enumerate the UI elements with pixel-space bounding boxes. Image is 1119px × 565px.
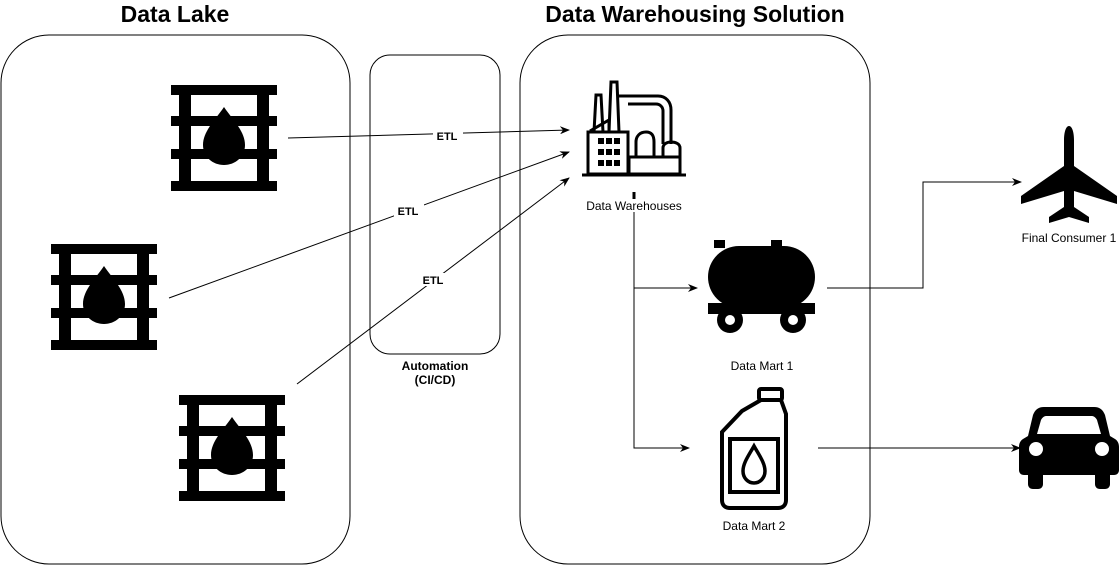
tank-wagon-icon[interactable] — [708, 240, 815, 333]
mart1-to-consumer1-edge[interactable] — [827, 178, 1022, 289]
data-warehouses-label: Data Warehouses — [586, 199, 682, 213]
data-warehousing-title: Data Warehousing Solution — [545, 1, 844, 27]
oil-barrel-icon[interactable] — [51, 244, 157, 350]
etl-edge-1[interactable] — [287, 126, 570, 139]
data-lake-container[interactable] — [0, 34, 351, 565]
warehouse-to-mart2-edge[interactable] — [633, 288, 690, 452]
data-mart-1-label: Data Mart 1 — [731, 359, 794, 373]
oil-barrel-icon[interactable] — [171, 85, 277, 191]
final-consumer-1-label: Final Consumer 1 — [1022, 231, 1117, 245]
automation-container[interactable] — [369, 54, 501, 355]
oil-bottle-icon[interactable] — [720, 387, 788, 510]
etl-label-2: ETL — [398, 206, 419, 218]
refinery-factory-icon[interactable] — [582, 80, 686, 199]
automation-label: Automation — [402, 359, 469, 373]
airplane-icon[interactable] — [1021, 126, 1117, 223]
warehouse-to-mart1-edge[interactable] — [633, 212, 698, 292]
oil-barrel-icon[interactable] — [179, 395, 285, 501]
etl-label-3: ETL — [423, 275, 444, 287]
data-lake-title: Data Lake — [121, 1, 230, 27]
car-icon[interactable] — [1019, 407, 1119, 489]
automation-sublabel: (CI/CD) — [415, 373, 456, 387]
etl-edge-2[interactable] — [168, 151, 570, 299]
data-warehousing-container[interactable] — [519, 34, 871, 565]
refinery-windows — [598, 138, 620, 166]
etl-label-1: ETL — [437, 131, 458, 143]
data-mart-2-label: Data Mart 2 — [723, 519, 786, 533]
